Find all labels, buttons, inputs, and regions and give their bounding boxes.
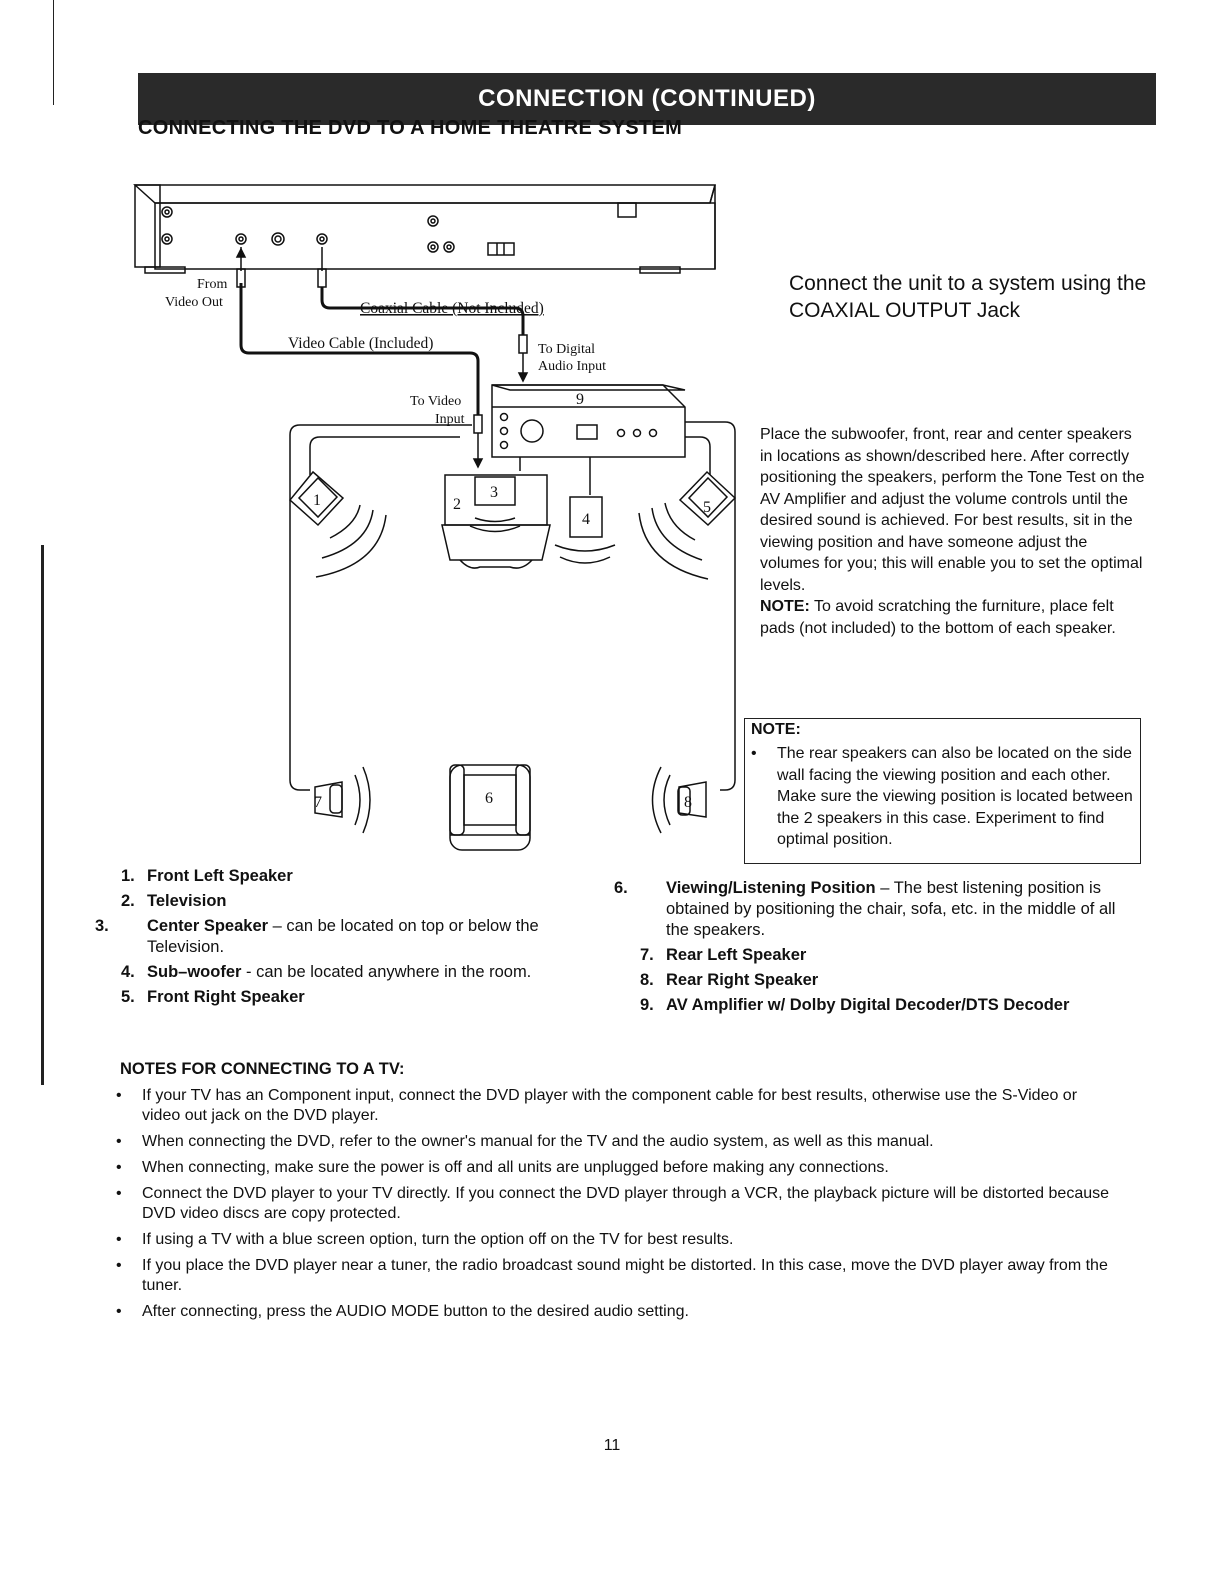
placement-note: NOTE: To avoid scratching the furniture,… — [760, 596, 1145, 639]
callout-7: 7 — [314, 794, 322, 811]
list-item: •Connect the DVD player to your TV direc… — [116, 1185, 1110, 1222]
callout-5: 5 — [703, 499, 711, 516]
list-item: •If your TV has an Component input, conn… — [116, 1087, 1078, 1124]
legend-item: 7.Rear Left Speaker — [640, 946, 807, 964]
label-to-digital-2: Audio Input — [538, 359, 606, 374]
legend-left: 1.Front Left Speaker 2.Television 3.Cent… — [95, 866, 601, 1008]
list-item: •If using a TV with a blue screen option… — [116, 1231, 734, 1248]
legend-item: 8.Rear Right Speaker — [640, 971, 819, 989]
av-amplifier-drawing — [491, 384, 686, 458]
section-subheading: CONNECTING THE DVD TO A HOME THEATRE SYS… — [138, 117, 683, 139]
banner-title: CONNECTION (CONTINUED) — [478, 85, 816, 112]
legend-right: 6.Viewing/Listening Position – The best … — [614, 878, 1140, 1016]
legend-item: 3.Center Speaker – can be located on top… — [95, 917, 539, 956]
callout-2: 2 — [453, 496, 461, 513]
connect-instruction: Connect the unit to a system using the C… — [789, 272, 1147, 322]
callout-4: 4 — [582, 511, 590, 528]
margin-line-top — [53, 0, 54, 105]
list-item: •When connecting, make sure the power is… — [116, 1159, 889, 1176]
label-coaxial-cable: Coaxial Cable (Not Included) — [360, 300, 544, 317]
legend-item: 9.AV Amplifier w/ Dolby Digital Decoder/… — [640, 996, 1070, 1014]
note-box-heading: NOTE: — [751, 721, 801, 738]
callout-3: 3 — [490, 484, 498, 501]
home-theatre-diagram: From Video Out Coaxial Cable (Not Includ… — [133, 184, 737, 851]
list-item: •If you place the DVD player near a tune… — [116, 1257, 1108, 1294]
notes-title: NOTES FOR CONNECTING TO A TV: — [120, 1060, 405, 1078]
legend-item: 4.Sub–woofer - can be located anywhere i… — [121, 963, 532, 981]
callout-8: 8 — [684, 794, 692, 811]
placement-note-text: To avoid scratching the furniture, place… — [760, 598, 1116, 637]
legend-item: 6.Viewing/Listening Position – The best … — [614, 879, 1116, 939]
legend-item: 1.Front Left Speaker — [121, 867, 293, 885]
label-to-video-2: Input — [435, 412, 465, 427]
callout-1: 1 — [313, 492, 321, 509]
placement-text: Place the subwoofer, front, rear and cen… — [760, 426, 1145, 594]
placement-note-label: NOTE: — [760, 598, 810, 615]
section-banner: CONNECTION (CONTINUED) — [138, 73, 1156, 125]
notes-list: •If your TV has an Component input, conn… — [112, 1086, 1112, 1328]
legend-item: 5.Front Right Speaker — [121, 988, 305, 1006]
label-to-video-1: To Video — [410, 394, 461, 409]
margin-line-left — [41, 545, 44, 1085]
dvd-player-drawing — [133, 184, 716, 274]
placement-instructions: Place the subwoofer, front, rear and cen… — [760, 424, 1145, 639]
label-video-cable: Video Cable (Included) — [288, 335, 433, 352]
list-item: •After connecting, press the AUDIO MODE … — [116, 1303, 689, 1320]
rear-speaker-note-box: NOTE: • The rear speakers can also be lo… — [744, 718, 1141, 864]
callout-6: 6 — [485, 790, 493, 807]
note-box-text: The rear speakers can also be located on… — [777, 745, 1133, 848]
legend-item: 2.Television — [121, 892, 227, 910]
label-from-video-out-2: Video Out — [165, 295, 223, 310]
page-number: 11 — [603, 1437, 621, 1454]
note-box-bullet: • — [751, 745, 757, 762]
callout-9: 9 — [576, 391, 584, 408]
list-item: •When connecting the DVD, refer to the o… — [116, 1133, 934, 1150]
label-to-digital-1: To Digital — [538, 342, 595, 357]
label-from-video-out-1: From — [197, 277, 227, 292]
